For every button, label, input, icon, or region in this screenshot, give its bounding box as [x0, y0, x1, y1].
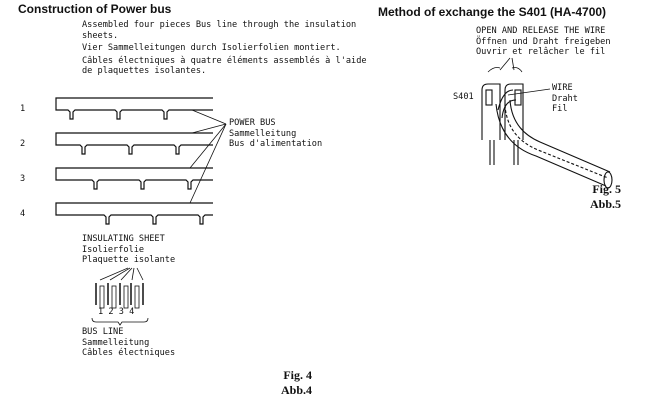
caption-line: Abb.5 [590, 197, 622, 211]
fig5-caption: Fig. 5 Abb.5 [590, 182, 621, 212]
bus-numbers: 1 2 3 4 [98, 307, 134, 318]
bus-bar [55, 202, 213, 225]
label-line: Câbles électniques [82, 348, 176, 358]
bus-line-label: BUS LINE Sammelleitung Câbles électnique… [82, 327, 175, 359]
label-line: Sammelleitung [82, 337, 150, 348]
label-line: Fil [552, 104, 568, 114]
power-bus-label: POWER BUS Sammelleitung Bus d'alimentati… [229, 118, 322, 150]
cross-section [95, 283, 144, 309]
bus-number: 4 [129, 307, 135, 317]
row-label: 3 [20, 174, 26, 184]
bus-number: 2 [108, 307, 114, 317]
label-line: Isolierfolie [82, 244, 145, 255]
fig5-title: Method of exchange the S401 (HA-4700) [378, 5, 607, 19]
power-bus-arrows [189, 109, 227, 204]
bus-bar [55, 97, 213, 120]
label-line: Draht [552, 93, 578, 104]
open-release-label: OPEN AND RELEASE THE WIRE Öffnen und Dra… [476, 26, 611, 58]
row-label: 1 [20, 104, 26, 114]
label-line: WIRE [552, 83, 573, 93]
caption-line: Fig. 4 [283, 368, 313, 382]
label-line: INSULATING SHEET [82, 234, 165, 244]
bus-bar [55, 132, 213, 155]
bus-line-brace [91, 317, 149, 326]
label-line: Öffnen und Draht freigeben [476, 36, 611, 47]
wire-label: WIRE Draht Fil [552, 83, 578, 115]
label-line: Sammelleitung [229, 128, 297, 139]
desc-line: Assembled four pieces Bus line through t… [82, 20, 357, 30]
power-bus-bars [55, 97, 213, 225]
caption-line: Abb.4 [281, 383, 313, 397]
label-line: Plaquette isolante [82, 255, 176, 265]
bus-number: 1 [98, 307, 104, 317]
desc-line: de plaquettes isolantes. [82, 66, 207, 76]
fig4-description: Assembled four pieces Bus line through t… [82, 20, 367, 77]
row-label: 4 [20, 209, 26, 219]
insulating-sheet-label: INSULATING SHEET Isolierfolie Plaquette … [82, 234, 175, 266]
s401-label: S401 [453, 92, 474, 102]
desc-line: Câbles électniques à quatre éléments ass… [82, 55, 367, 66]
label-line: Ouvrir et relâcher le fil [476, 47, 606, 57]
fig4-title: Construction of Power bus [18, 2, 172, 16]
row-label: 2 [20, 139, 26, 149]
bus-number: 3 [118, 307, 124, 317]
insulation-arrows [99, 267, 144, 281]
label-line: OPEN AND RELEASE THE WIRE [476, 26, 606, 36]
bus-bar [55, 167, 213, 190]
label-line: Bus d'alimentation [229, 139, 323, 149]
s401-switch-drawing [481, 57, 613, 189]
desc-line: sheets. [82, 30, 119, 41]
label-line: POWER BUS [229, 118, 276, 128]
fig4-caption: Fig. 4 Abb.4 [281, 368, 312, 398]
desc-line: Vier Sammelleitungen durch Isolierfolien… [82, 43, 341, 53]
label-line: BUS LINE [82, 327, 124, 337]
caption-line: Fig. 5 [592, 182, 622, 196]
